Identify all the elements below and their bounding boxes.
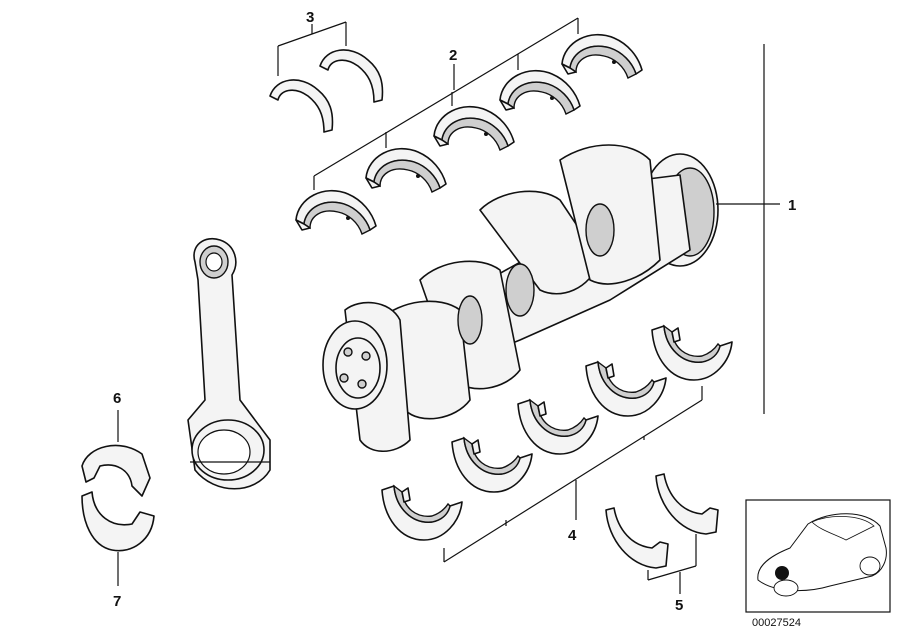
thrust-bearing-shells [269,49,384,133]
conrod-bearing-lower [81,491,155,552]
reference-number: 00027524 [752,617,801,629]
thrust-lower-shells [605,473,719,569]
engine-location-marker [775,566,789,580]
callout-5: 5 [675,597,683,614]
callout-1: 1 [788,197,796,214]
callout-3: 3 [306,9,314,26]
crankshaft [322,144,719,452]
callout-2: 2 [449,47,457,64]
connecting-rod [187,238,271,490]
vehicle-location-thumbnail: 00027524 [745,499,891,629]
conrod-bearing-upper [81,444,151,497]
callout-7: 7 [113,593,121,610]
callout-4: 4 [568,527,577,544]
callout-6: 6 [113,390,121,407]
leader-lines [117,17,780,594]
